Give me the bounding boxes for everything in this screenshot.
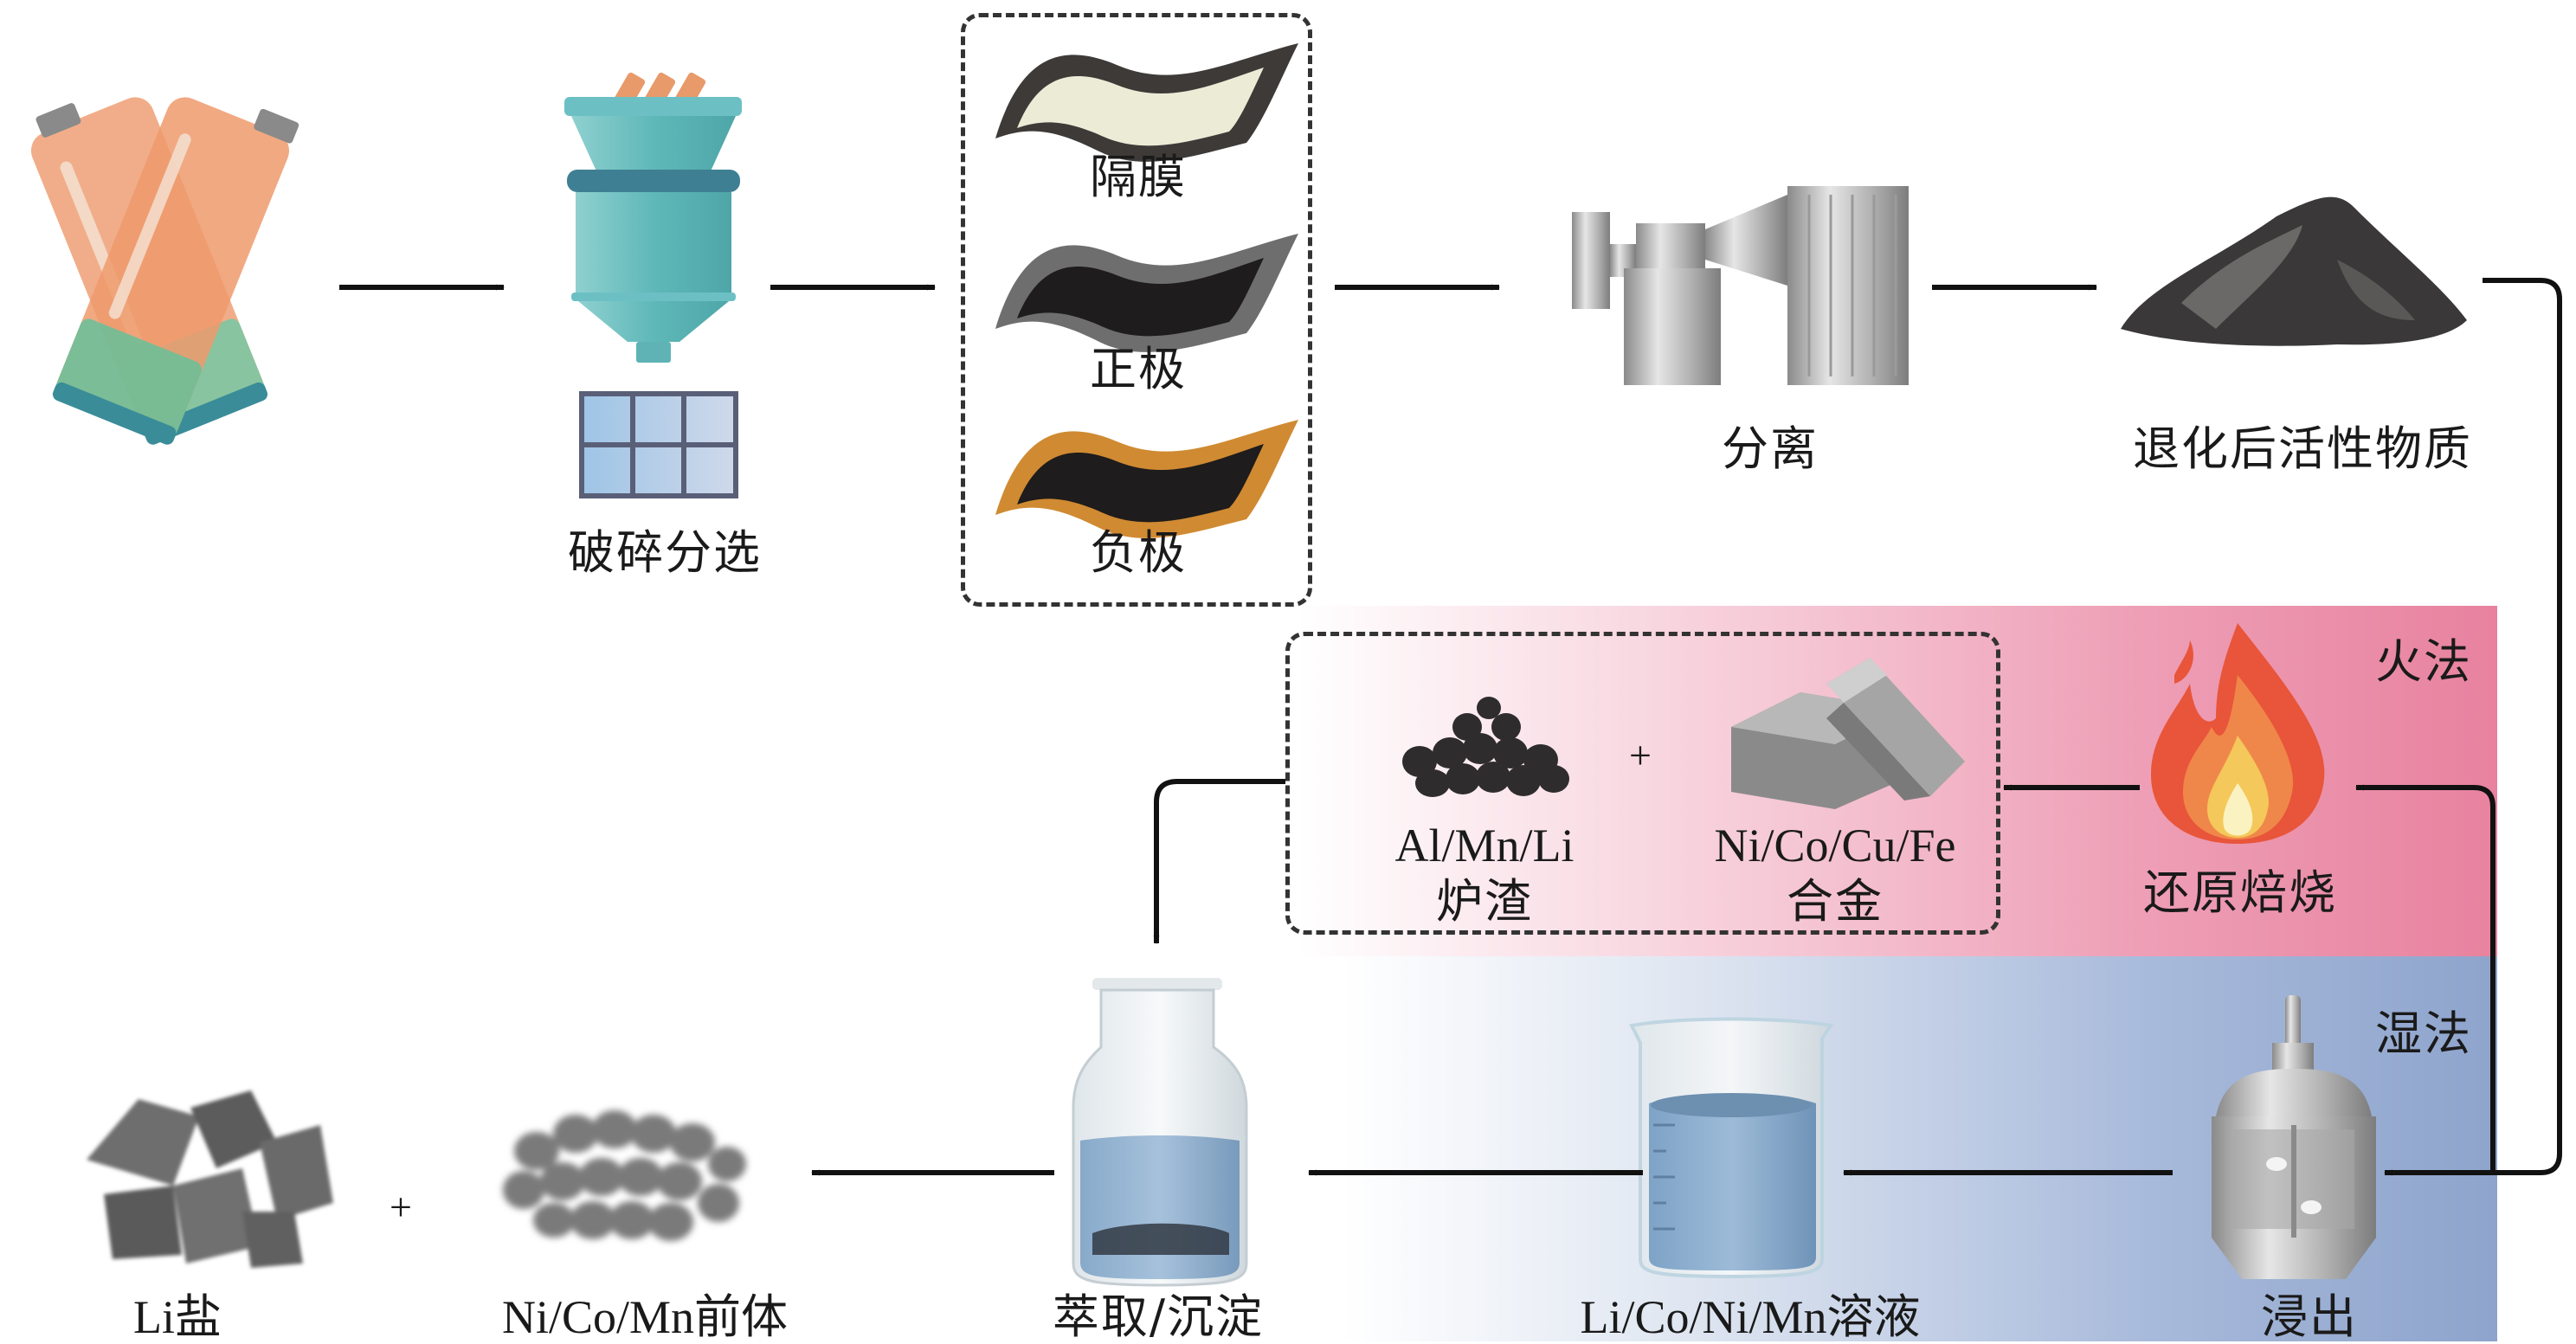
plus-sign-hydro: + xyxy=(390,1185,412,1229)
roasting-label: 还原焙烧 xyxy=(2143,865,2337,920)
leaching-reactor-icon xyxy=(2212,995,2376,1279)
anode-sheet-icon xyxy=(995,420,1298,538)
leaching-label: 浸出 xyxy=(2261,1289,2358,1344)
alloy-ingots-icon xyxy=(1731,658,1965,809)
separation-label: 分离 xyxy=(1722,421,1819,476)
arrow-powder-to-leaching xyxy=(2384,278,2562,1176)
solution-beaker-icon xyxy=(1629,1017,1834,1279)
alloy-elements-label: Ni/Co/Cu/Fe xyxy=(1714,820,1956,871)
precursor-particles-icon xyxy=(503,1110,746,1241)
fire-icon xyxy=(2151,623,2325,844)
degraded-material-label: 退化后活性物质 xyxy=(2133,421,2472,476)
pyro-zone-label: 火法 xyxy=(2375,634,2472,689)
arrow-branch-to-roasting xyxy=(2355,784,2496,1173)
slag-elements-label: Al/Mn/Li xyxy=(1394,820,1575,871)
extraction-label: 萃取/沉淀 xyxy=(1052,1289,1265,1344)
alloy-label: 合金 xyxy=(1787,874,1884,929)
li-salt-crystals-icon xyxy=(87,1090,333,1268)
cathode-sheet-icon xyxy=(995,234,1298,352)
crusher-icon xyxy=(564,72,742,363)
powder-pile-icon xyxy=(2121,196,2467,346)
crushing-label: 破碎分选 xyxy=(568,525,762,580)
pyro-products-group-box xyxy=(1285,632,2000,935)
solution-label: Li/Co/Ni/Mn溶液 xyxy=(1580,1291,1921,1343)
battery-icon xyxy=(30,97,299,445)
separation-machine-icon xyxy=(1572,186,1909,385)
separator-membrane-label: 隔膜 xyxy=(1090,150,1187,204)
separator-sheet-icon xyxy=(995,43,1298,162)
arrow-products-to-extraction xyxy=(1153,779,1285,944)
cathode-label: 正极 xyxy=(1090,342,1187,396)
sieve-grid-icon xyxy=(579,391,738,498)
slag-pellets-icon xyxy=(1402,697,1569,797)
precursor-label: Ni/Co/Mn前体 xyxy=(501,1291,789,1343)
li-salt-label: Li盐 xyxy=(133,1291,222,1343)
slag-label: 炉渣 xyxy=(1436,874,1533,929)
plus-sign-pyro: + xyxy=(1629,733,1652,777)
components-group-box xyxy=(961,13,1312,607)
extraction-bottle-icon xyxy=(1072,978,1248,1287)
anode-label: 负极 xyxy=(1090,525,1187,580)
hydro-zone-label: 湿法 xyxy=(2375,1006,2472,1061)
